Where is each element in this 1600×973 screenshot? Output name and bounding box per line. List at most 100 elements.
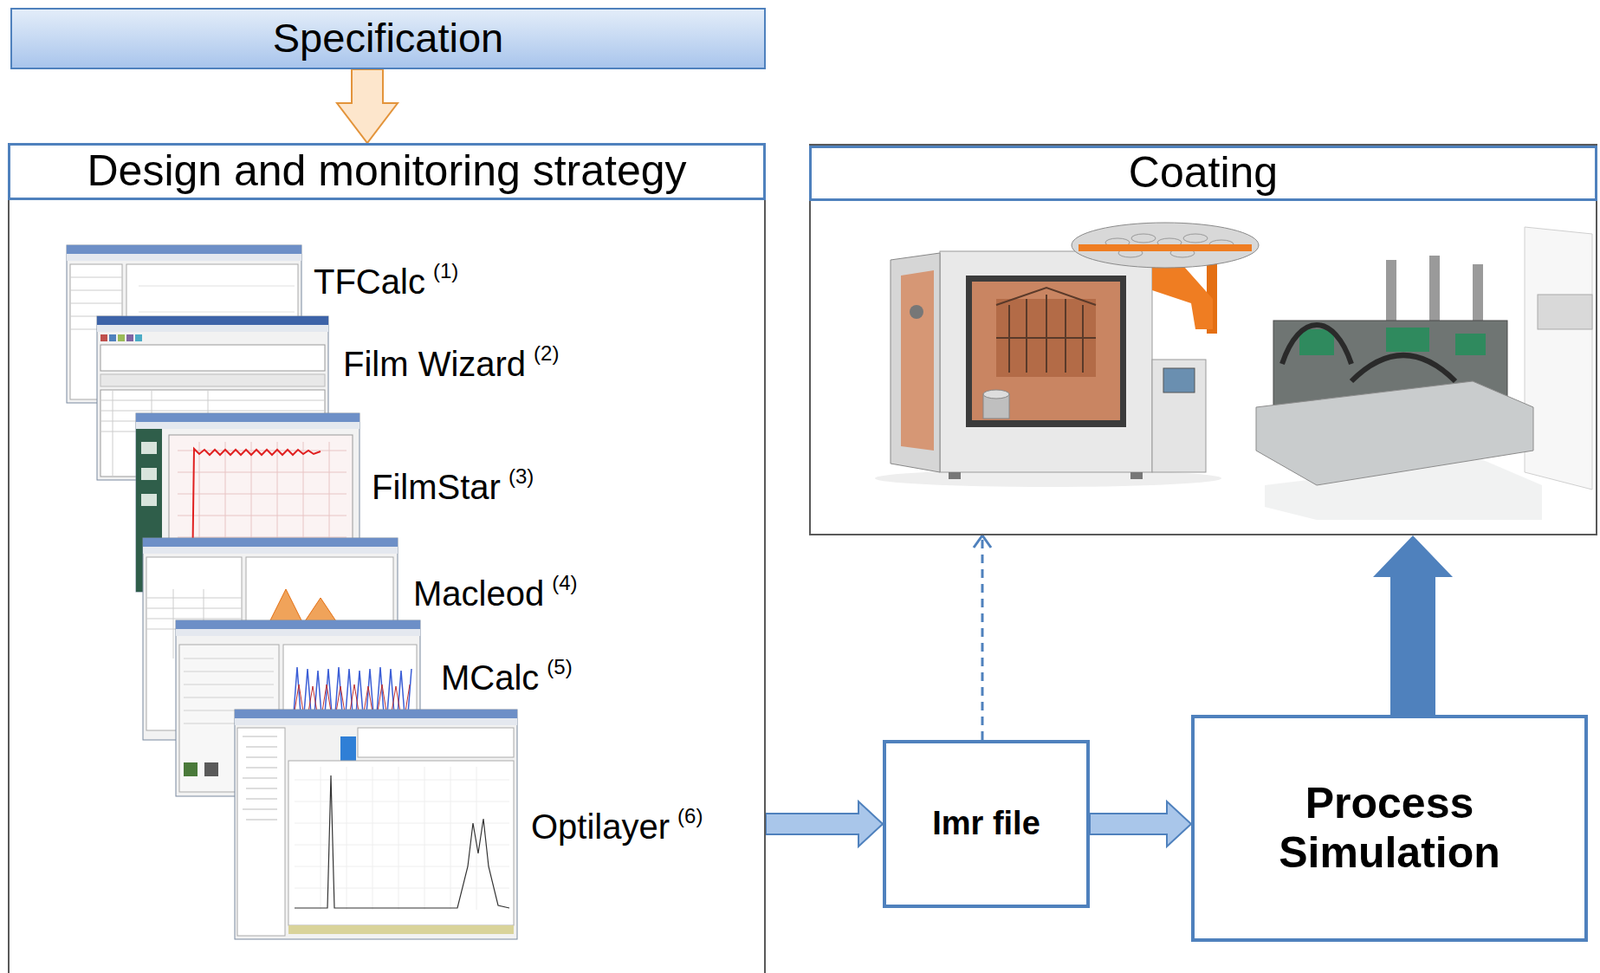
node-title: Specification <box>272 14 505 62</box>
software-screenshot-part <box>340 736 357 761</box>
software-screenshot-part <box>100 410 325 412</box>
node-title: Imr file <box>932 804 1041 843</box>
software-screenshot-part <box>234 709 518 940</box>
coating-machine-part <box>1130 472 1143 480</box>
coating-machine-part <box>1472 264 1484 325</box>
software-label: MCalc (5) <box>440 654 573 698</box>
block-arrow <box>1373 535 1453 715</box>
coating-machine <box>1256 226 1593 520</box>
software-screenshot-part <box>109 334 117 342</box>
software-screenshot-part <box>141 441 157 454</box>
coating-machine <box>874 222 1259 487</box>
software-screenshot-part <box>175 628 421 636</box>
arrow-head <box>973 535 992 548</box>
coating-machine-part <box>939 251 1153 473</box>
software-screenshot <box>234 709 518 940</box>
software-name: MCalc <box>440 658 539 697</box>
software-name: Optilayer <box>531 807 670 846</box>
coating-machine-part <box>1152 359 1206 473</box>
coating-panel: Coating <box>809 143 1598 536</box>
software-screenshot-part <box>357 727 514 758</box>
reference-number: (3) <box>508 464 534 488</box>
connector-arrow <box>973 535 992 740</box>
coating-machine-part <box>1183 233 1208 243</box>
software-screenshot-part <box>70 303 123 305</box>
software-screenshot-part <box>141 467 157 480</box>
software-screenshot-part <box>117 334 125 342</box>
software-screenshot-part <box>100 344 325 371</box>
reference-number: (5) <box>546 654 572 679</box>
software-screenshot-part <box>234 718 518 726</box>
software-screenshot-part <box>70 290 123 292</box>
coating-machine-part <box>1429 255 1440 325</box>
reference-number: (1) <box>433 259 459 283</box>
software-screenshot-part <box>175 620 421 629</box>
software-screenshot-part <box>100 374 325 387</box>
coating-machine-part <box>1537 294 1593 330</box>
reference-number: (6) <box>677 803 703 828</box>
software-screenshot-part <box>288 760 514 926</box>
software-screenshot-part <box>138 285 295 287</box>
software-screenshot-part <box>100 334 108 342</box>
connector-arrow <box>765 801 883 847</box>
software-screenshot-part <box>70 277 123 279</box>
dashed-line <box>981 535 985 740</box>
coating-machine-part <box>1131 233 1156 243</box>
coating-machine-part <box>1455 333 1486 356</box>
coating-machine-part <box>983 389 1010 399</box>
software-screenshot-part <box>294 766 510 910</box>
software-label: Film Wizard(2) <box>343 341 559 384</box>
software-screenshot-part <box>142 546 398 554</box>
software-screenshot-part <box>294 775 510 908</box>
process-box: Process Simulation <box>1191 714 1588 942</box>
software-name: TFCalc <box>313 262 426 301</box>
coating-machine-part <box>1152 259 1213 330</box>
reference-number: (2) <box>533 341 559 365</box>
software-screenshot-part <box>242 736 278 820</box>
panel-header: Coating <box>809 145 1598 201</box>
software-name: Macleod <box>413 574 545 613</box>
coating-machine-part <box>1078 244 1252 252</box>
connector-arrow <box>336 69 398 143</box>
software-screenshot-part <box>142 537 398 547</box>
software-label: Optilayer (6) <box>531 803 703 847</box>
reference-number: (4) <box>551 570 577 595</box>
software-screenshot-part <box>97 324 329 332</box>
block-arrow <box>1089 801 1192 847</box>
coating-machine-part <box>1386 327 1430 352</box>
coating-machine-part <box>909 304 924 319</box>
software-screenshot-part <box>136 421 360 429</box>
coating-machine-part <box>1071 222 1259 268</box>
software-screenshot-part <box>66 253 302 261</box>
software-screenshot-part <box>237 727 286 936</box>
software-screenshot-part <box>234 709 518 719</box>
connector-arrow <box>1373 535 1453 715</box>
file-box: Imr file <box>882 739 1090 908</box>
coating-machine-part <box>890 252 940 473</box>
node-title: Coating <box>1128 148 1278 199</box>
software-screenshot-part <box>204 762 219 777</box>
coating-machine-part <box>965 275 1127 428</box>
software-screenshot-part <box>66 245 302 254</box>
coating-machine-part <box>1386 259 1397 325</box>
software-screenshot-part <box>100 400 325 402</box>
coating-machine-part <box>900 270 934 451</box>
block-arrow <box>765 801 883 847</box>
coating-machine-part <box>1163 368 1195 393</box>
software-name: FilmStar <box>371 467 501 506</box>
software-screenshot-part <box>141 493 157 506</box>
software-label: Macleod(4) <box>413 570 578 614</box>
node-title: Process Simulation <box>1246 778 1533 879</box>
coating-machine-part <box>1299 329 1335 356</box>
coating-machine-part <box>1282 324 1456 382</box>
software-screenshot-part <box>112 389 114 477</box>
software-screenshot-part <box>138 311 295 313</box>
coating-machine-part <box>1256 381 1534 486</box>
coating-machine-part <box>996 287 1096 373</box>
software-label: FilmStar (3) <box>371 464 534 507</box>
connector-arrow <box>1089 801 1192 847</box>
software-label: TFCalc (1) <box>313 259 459 302</box>
software-screenshot-part <box>183 762 198 777</box>
